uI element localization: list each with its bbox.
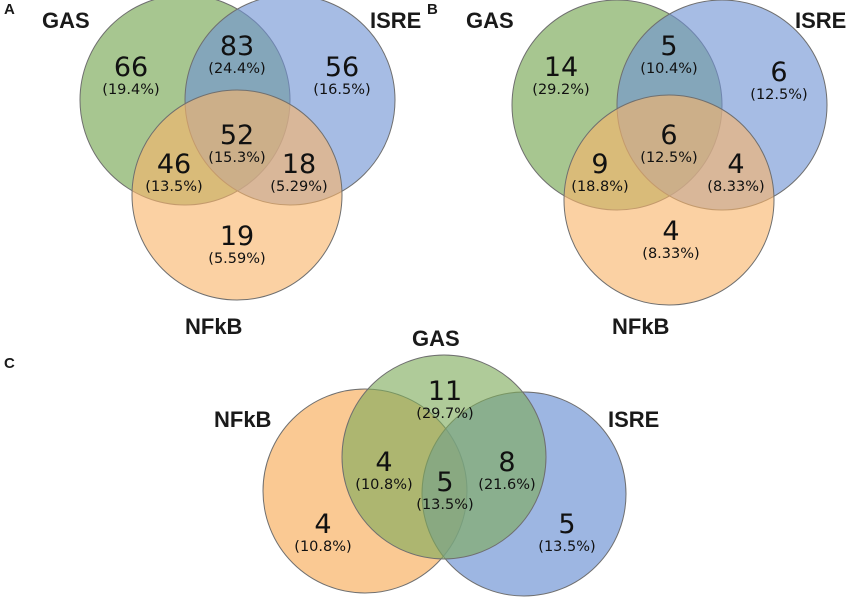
region-nfkb-only: 4 (8.33%)	[642, 216, 699, 262]
region-gas-only: 66 (19.4%)	[102, 52, 159, 98]
region-count: 4	[727, 149, 744, 180]
panel-a: A GAS ISRE NFkB 66 (19.4%) 83 (24.4%) 56…	[4, 0, 421, 339]
region-isre-nfkb: 18 (5.29%)	[270, 149, 327, 195]
gas-set-label: GAS	[466, 8, 514, 33]
region-percent: (13.5%)	[145, 179, 202, 195]
region-count: 5	[558, 509, 575, 540]
region-percent: (29.2%)	[532, 82, 589, 98]
region-percent: (29.7%)	[416, 406, 473, 422]
region-count: 9	[591, 149, 608, 180]
region-count: 14	[544, 52, 578, 83]
region-count: 52	[220, 120, 254, 151]
region-nfkb-only: 4 (10.8%)	[294, 509, 351, 555]
region-percent: (24.4%)	[208, 61, 265, 77]
region-percent: (8.33%)	[707, 179, 764, 195]
region-count: 18	[282, 149, 316, 180]
gas-set-label: GAS	[412, 326, 460, 351]
nfkb-set-label: NFkB	[214, 407, 271, 432]
region-gas-isre: 8 (21.6%)	[478, 447, 535, 493]
region-all: 52 (15.3%)	[208, 120, 265, 166]
region-percent: (12.5%)	[750, 87, 807, 103]
region-count: 11	[428, 376, 462, 407]
region-percent: (13.5%)	[416, 497, 473, 513]
nfkb-set-label: NFkB	[612, 314, 669, 339]
region-gas-nfkb: 4 (10.8%)	[355, 447, 412, 493]
region-percent: (5.29%)	[270, 179, 327, 195]
region-gas-nfkb: 46 (13.5%)	[145, 149, 202, 195]
panel-c: C GAS NFkB ISRE 11 (29.7%) 4 (10.8%) 5 (…	[4, 326, 659, 597]
region-all: 5 (13.5%)	[416, 467, 473, 513]
isre-set-label: ISRE	[608, 407, 659, 432]
isre-set-label: ISRE	[795, 8, 846, 33]
panel-letter-b: B	[427, 1, 438, 18]
region-isre-only: 56 (16.5%)	[313, 52, 370, 98]
region-nfkb-only: 19 (5.59%)	[208, 221, 265, 267]
region-count: 6	[660, 120, 677, 151]
region-percent: (12.5%)	[640, 150, 697, 166]
nfkb-set-label: NFkB	[185, 314, 242, 339]
region-count: 5	[660, 31, 677, 62]
region-percent: (16.5%)	[313, 82, 370, 98]
region-percent: (19.4%)	[102, 82, 159, 98]
region-count: 4	[375, 447, 392, 478]
region-count: 46	[157, 149, 191, 180]
region-isre-only: 6 (12.5%)	[750, 57, 807, 103]
isre-set-label: ISRE	[370, 8, 421, 33]
region-percent: (21.6%)	[478, 477, 535, 493]
panel-letter-a: A	[4, 1, 15, 18]
region-gas-isre: 5 (10.4%)	[640, 31, 697, 77]
region-count: 19	[220, 221, 254, 252]
region-gas-isre: 83 (24.4%)	[208, 31, 265, 77]
region-percent: (15.3%)	[208, 150, 265, 166]
region-percent: (13.5%)	[538, 539, 595, 555]
region-percent: (10.4%)	[640, 61, 697, 77]
panel-b: B GAS ISRE NFkB 14 (29.2%) 5 (10.4%) 6 (…	[427, 0, 846, 339]
region-isre-only: 5 (13.5%)	[538, 509, 595, 555]
panel-letter-c: C	[4, 355, 15, 372]
region-count: 56	[325, 52, 359, 83]
region-percent: (10.8%)	[294, 539, 351, 555]
region-percent: (10.8%)	[355, 477, 412, 493]
region-count: 4	[662, 216, 679, 247]
region-gas-only: 14 (29.2%)	[532, 52, 589, 98]
region-count: 5	[436, 467, 453, 498]
region-gas-nfkb: 9 (18.8%)	[571, 149, 628, 195]
region-percent: (5.59%)	[208, 251, 265, 267]
region-count: 6	[770, 57, 787, 88]
region-all: 6 (12.5%)	[640, 120, 697, 166]
region-isre-nfkb: 4 (8.33%)	[707, 149, 764, 195]
gas-set-label: GAS	[42, 8, 90, 33]
region-gas-only: 11 (29.7%)	[416, 376, 473, 422]
region-count: 83	[220, 31, 254, 62]
gas-circle	[341, 354, 547, 560]
nfkb-circle	[131, 89, 343, 301]
region-percent: (18.8%)	[571, 179, 628, 195]
region-count: 4	[314, 509, 331, 540]
region-count: 8	[498, 447, 515, 478]
region-percent: (8.33%)	[642, 246, 699, 262]
region-count: 66	[114, 52, 148, 83]
nfkb-circle	[563, 94, 775, 306]
